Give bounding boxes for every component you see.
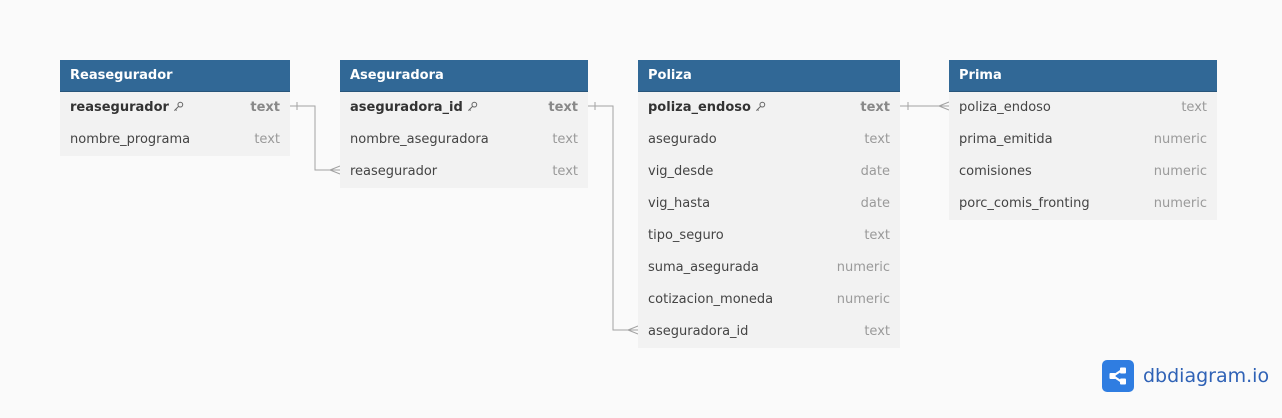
table-prima[interactable]: Prima poliza_endoso text prima_emitida n… [949,60,1217,220]
key-icon [173,101,184,111]
field-name-wrap: aseguradora_id [350,92,478,124]
table-poliza[interactable]: Poliza poliza_endoso text asegurado text… [638,60,900,348]
field-row[interactable]: nombre_aseguradora text [340,124,588,156]
field-type: text [548,100,578,115]
field-type: numeric [1153,132,1207,147]
field-name: comisiones [959,164,1032,179]
dbdiagram-logo-icon [1102,360,1134,392]
brand-logo-link[interactable]: dbdiagram.io [1102,360,1269,392]
key-icon [755,101,766,111]
field-type: numeric [836,292,890,307]
field-type: text [552,164,578,179]
field-type: text [864,132,890,147]
field-name-wrap: poliza_endoso [648,92,766,124]
relationship-aseguradora-id [588,105,638,331]
table-title[interactable]: Poliza [638,60,900,92]
field-type: date [860,196,890,211]
field-type: numeric [836,260,890,275]
field-row[interactable]: vig_desde date [638,156,900,188]
field-type: numeric [1153,164,1207,179]
field-type: text [860,100,890,115]
field-row[interactable]: reasegurador text [60,92,290,124]
field-row[interactable]: reasegurador text [340,156,588,188]
field-name: cotizacion_moneda [648,292,774,307]
field-name: nombre_programa [70,132,191,147]
field-row[interactable]: tipo_seguro text [638,220,900,252]
field-type: text [864,228,890,243]
table-aseguradora[interactable]: Aseguradora aseguradora_id text nombre_a… [340,60,588,188]
field-name: poliza_endoso [959,100,1051,115]
field-row[interactable]: aseguradora_id text [638,316,900,348]
field-row[interactable]: prima_emitida numeric [949,124,1217,156]
field-row[interactable]: nombre_programa text [60,124,290,156]
field-name: poliza_endoso [648,100,751,115]
field-row[interactable]: vig_hasta date [638,188,900,220]
field-type: text [1181,100,1207,115]
brand-name: dbdiagram.io [1143,365,1270,387]
field-name: vig_desde [648,164,714,179]
field-type: text [254,132,280,147]
field-name: suma_asegurada [648,260,759,275]
table-title[interactable]: Reasegurador [60,60,290,92]
table-title[interactable]: Aseguradora [340,60,588,92]
field-name: prima_emitida [959,132,1053,147]
field-row[interactable]: suma_asegurada numeric [638,252,900,284]
share-nodes-icon [1109,367,1126,385]
field-name: aseguradora_id [648,324,749,339]
field-name: tipo_seguro [648,228,724,243]
relationship-reasegurador [290,105,340,171]
field-row[interactable]: asegurado text [638,124,900,156]
field-type: text [864,324,890,339]
field-type: text [552,132,578,147]
field-row[interactable]: cotizacion_moneda numeric [638,284,900,316]
field-name: porc_comis_fronting [959,196,1090,211]
field-row[interactable]: poliza_endoso text [949,92,1217,124]
field-name: reasegurador [70,100,169,115]
table-reasegurador[interactable]: Reasegurador reasegurador text nombre_pr… [60,60,290,156]
key-icon [467,101,477,111]
field-name: reasegurador [350,164,438,179]
field-row[interactable]: porc_comis_fronting numeric [949,188,1217,220]
table-title[interactable]: Prima [949,60,1217,92]
field-type: numeric [1153,196,1207,211]
field-type: text [250,100,280,115]
field-row[interactable]: aseguradora_id text [340,92,588,124]
field-name: asegurado [648,132,717,147]
field-row[interactable]: comisiones numeric [949,156,1217,188]
field-name-wrap: reasegurador [70,92,184,124]
field-name: nombre_aseguradora [350,132,489,147]
field-row[interactable]: poliza_endoso text [638,92,900,124]
field-name: aseguradora_id [350,100,463,115]
field-type: date [860,164,890,179]
field-name: vig_hasta [648,196,711,211]
